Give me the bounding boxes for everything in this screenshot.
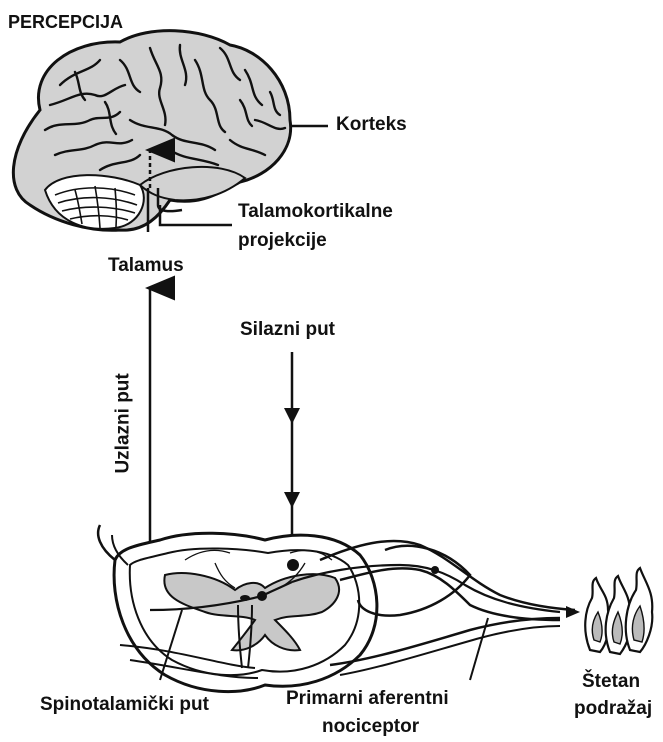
spinal-cord-cross-section [98, 525, 580, 692]
thalamocortical-label-line1: Talamokortikalne [238, 201, 393, 224]
flame-stimulus-icon [585, 568, 652, 654]
stimulus-label-line2: podražaj [574, 698, 652, 721]
primary-afferent-label-line2: nociceptor [322, 716, 419, 739]
descending-arrowhead-2 [284, 492, 300, 508]
thalamus-label: Talamus [108, 255, 184, 278]
stimulus-label-line1: Štetan [582, 671, 640, 694]
ascending-path-label: Uzlazni put [113, 373, 136, 473]
descending-arrowhead-1 [284, 408, 300, 424]
primary-afferent-label-line1: Primarni aferentni [286, 688, 449, 711]
cortex-label: Korteks [336, 114, 407, 137]
descending-path-label: Silazni put [240, 319, 335, 342]
perception-label: PERCEPCIJA [8, 12, 123, 34]
spinothalamic-label: Spinotalamički put [40, 694, 209, 717]
thalamocortical-label-line2: projekcije [238, 230, 327, 253]
thalamocortical-pointer-line [160, 205, 232, 225]
ganglion-cell [431, 566, 439, 574]
nerve-arrowhead [566, 606, 580, 618]
synapse-descending [287, 559, 299, 571]
